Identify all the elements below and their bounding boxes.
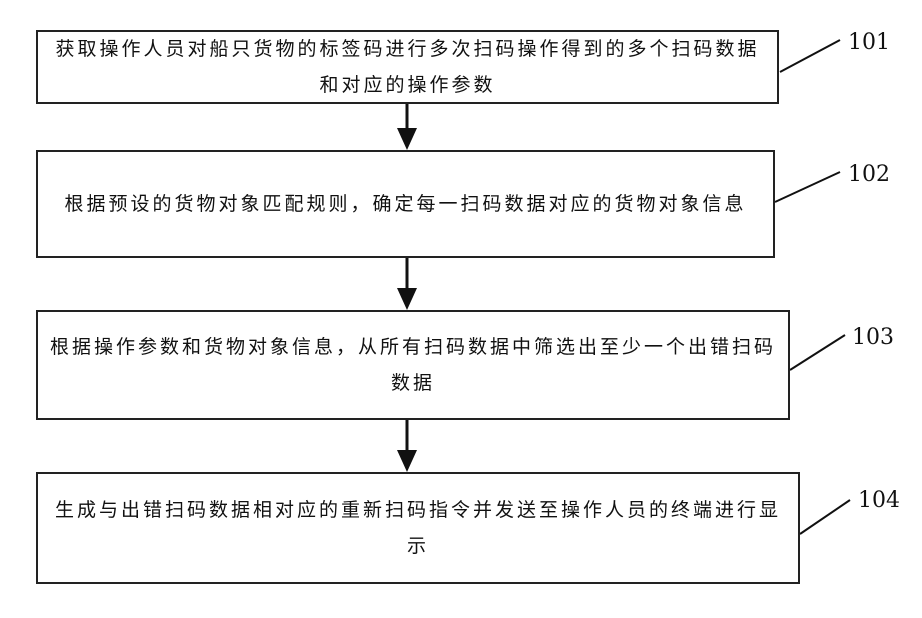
step-text-102: 根据预设的货物对象匹配规则，确定每一扫码数据对应的货物对象信息 bbox=[38, 186, 773, 222]
step-box-101: 获取操作人员对船只货物的标签码进行多次扫码操作得到的多个扫码数据和对应的操作参数 bbox=[36, 30, 779, 104]
leader-line-103 bbox=[790, 335, 845, 370]
arrow-2-3 bbox=[397, 258, 417, 310]
step-box-102: 根据预设的货物对象匹配规则，确定每一扫码数据对应的货物对象信息 bbox=[36, 150, 775, 258]
leader-line-104 bbox=[800, 500, 850, 534]
step-label-101: 101 bbox=[848, 30, 890, 55]
arrow-1-2 bbox=[397, 104, 417, 150]
step-text-104: 生成与出错扫码数据相对应的重新扫码指令并发送至操作人员的终端进行显示 bbox=[38, 492, 798, 564]
step-text-101: 获取操作人员对船只货物的标签码进行多次扫码操作得到的多个扫码数据和对应的操作参数 bbox=[38, 31, 777, 103]
step-label-102: 102 bbox=[848, 162, 890, 187]
step-box-103: 根据操作参数和货物对象信息，从所有扫码数据中筛选出至少一个出错扫码数据 bbox=[36, 310, 790, 420]
leader-line-101 bbox=[780, 40, 840, 72]
step-box-104: 生成与出错扫码数据相对应的重新扫码指令并发送至操作人员的终端进行显示 bbox=[36, 472, 800, 584]
arrow-3-4 bbox=[397, 420, 417, 472]
step-label-104: 104 bbox=[858, 488, 900, 513]
step-label-103: 103 bbox=[852, 325, 894, 350]
step-text-103: 根据操作参数和货物对象信息，从所有扫码数据中筛选出至少一个出错扫码数据 bbox=[38, 329, 788, 401]
leader-line-102 bbox=[775, 172, 840, 202]
